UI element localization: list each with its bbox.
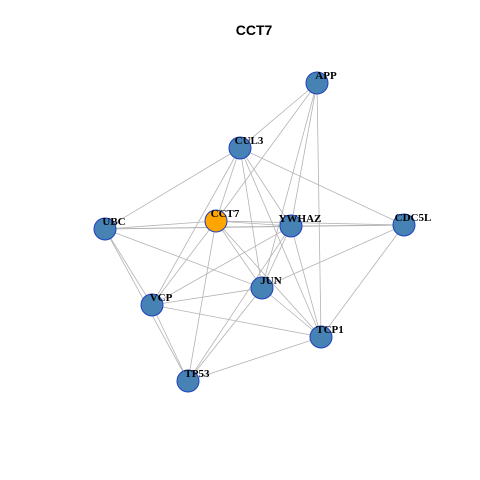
diagram-title: CCT7 (236, 22, 273, 38)
node-label-vcp: VCP (150, 292, 173, 304)
node-label-cct7: CCT7 (211, 208, 240, 220)
edge-cct7-jun (215, 220, 263, 289)
edge-cul3-cdc5l (239, 147, 405, 226)
node-circle-tp53 (176, 369, 200, 393)
edge-jun-tcp1 (261, 287, 322, 338)
edge-app-jun (261, 82, 318, 289)
node-cdc5l: CDC5L (392, 212, 432, 237)
edge-ubc-jun (104, 228, 263, 289)
edge-vcp-tp53 (151, 304, 189, 382)
edge-ywhaz-tcp1 (290, 225, 322, 338)
node-circle-ubc (93, 217, 117, 241)
edge-app-cct7 (215, 82, 318, 222)
node-circle-jun (250, 276, 274, 300)
node-vcp: VCP (140, 292, 173, 317)
edge-app-ywhaz (290, 82, 318, 227)
node-label-tcp1: TCP1 (316, 324, 344, 336)
edge-jun-vcp (151, 287, 263, 306)
edge-cct7-vcp (151, 220, 217, 306)
node-label-tp53: TP53 (184, 368, 210, 380)
edge-cul3-ywhaz (239, 147, 292, 227)
node-tcp1: TCP1 (309, 324, 344, 349)
edge-vcp-tcp1 (151, 304, 322, 338)
edge-ywhaz-tp53 (187, 225, 292, 382)
node-label-ywhaz: YWHAZ (279, 213, 322, 225)
edge-cct7-ywhaz (215, 220, 292, 227)
edge-ywhaz-vcp (151, 225, 292, 306)
node-label-ubc: UBC (102, 216, 125, 228)
node-label-app: APP (315, 70, 337, 82)
edge-ubc-vcp (104, 228, 153, 306)
edge-cct7-tp53 (187, 220, 217, 382)
node-cct7: CCT7 (204, 208, 240, 233)
node-circle-cct7 (204, 209, 228, 233)
node-label-cul3: CUL3 (235, 135, 264, 147)
edge-cul3-cct7 (215, 147, 241, 222)
edge-ywhaz-cdc5l (290, 224, 405, 227)
edge-layer (104, 82, 405, 382)
node-circle-app (305, 71, 329, 95)
node-circle-ywhaz (279, 214, 303, 238)
node-ubc: UBC (93, 216, 126, 241)
edge-app-cul3 (239, 82, 318, 149)
node-app: APP (305, 70, 337, 95)
edge-cul3-jun (239, 147, 263, 289)
node-jun: JUN (250, 275, 282, 300)
node-tp53: TP53 (176, 368, 210, 393)
node-circle-vcp (140, 293, 164, 317)
node-label-jun: JUN (260, 275, 281, 287)
node-circle-cul3 (228, 136, 252, 160)
edge-ubc-cct7 (104, 220, 217, 230)
edge-cul3-vcp (151, 147, 241, 306)
edge-jun-tp53 (187, 287, 263, 382)
edge-cct7-cdc5l (215, 220, 405, 226)
edge-cdc5l-jun (261, 224, 405, 289)
node-cul3: CUL3 (228, 135, 264, 160)
edge-tcp1-tp53 (187, 336, 322, 382)
edge-cul3-ubc (104, 147, 241, 230)
edge-cdc5l-tcp1 (320, 224, 405, 338)
node-circle-tcp1 (309, 325, 333, 349)
edge-app-tcp1 (316, 82, 322, 338)
node-ywhaz: YWHAZ (279, 213, 322, 238)
node-label-cdc5l: CDC5L (395, 212, 432, 224)
node-circle-cdc5l (392, 213, 416, 237)
